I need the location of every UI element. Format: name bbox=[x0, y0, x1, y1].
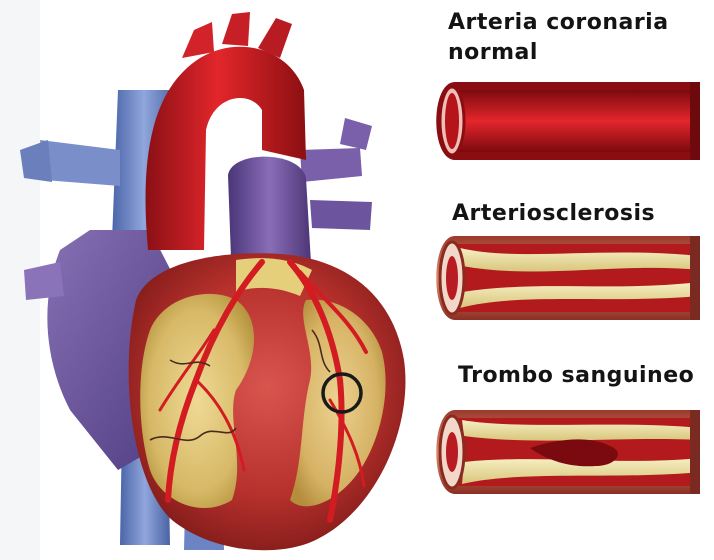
label-atherosclerosis: Arteriosclerosis bbox=[452, 200, 655, 228]
label-blood-clot: Trombo sanguineo bbox=[458, 362, 694, 390]
label-normal-artery: Arteria coronaria normal bbox=[448, 8, 698, 68]
vessel-atherosclerosis bbox=[436, 236, 700, 320]
pulmonary-veins-right bbox=[300, 118, 372, 230]
vessel-thrombus bbox=[436, 410, 700, 494]
vessel-normal bbox=[436, 82, 700, 160]
